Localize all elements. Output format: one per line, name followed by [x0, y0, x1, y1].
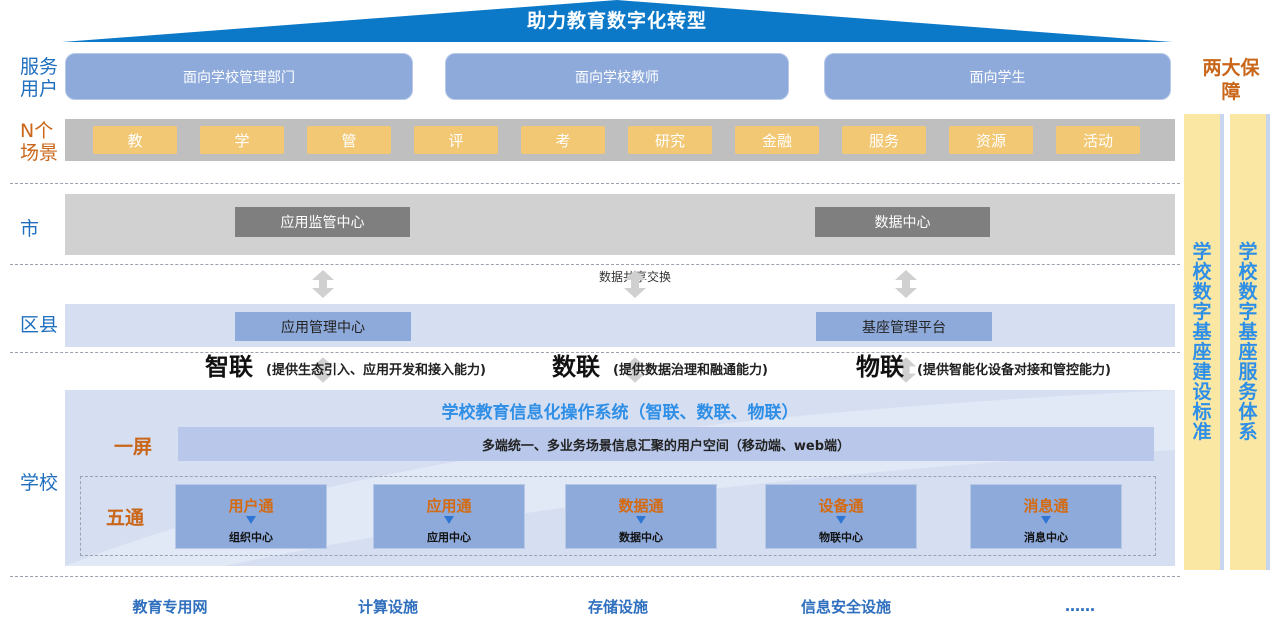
- scene-tile: 资源: [949, 126, 1033, 154]
- tong-title: 应用通: [426, 497, 472, 515]
- capability-title: 智联: [205, 353, 253, 381]
- divider: [10, 352, 1180, 353]
- app-supervision-center: 应用监管中心: [235, 207, 410, 237]
- scene-tile: 管: [307, 126, 391, 154]
- row-label-city: 市: [20, 218, 40, 240]
- double-arrow-icon: [313, 357, 333, 383]
- double-arrow-icon: [896, 357, 916, 383]
- scene-tile: 活动: [1056, 126, 1140, 154]
- guarantee-title: 两大保障: [1202, 57, 1260, 103]
- row-label-district: 区县: [20, 314, 59, 336]
- guarantee-column-service: 学校数字基座服务体系: [1230, 114, 1270, 570]
- capability-desc: (提供数据治理和融通能力): [613, 363, 768, 378]
- infra-item: ……: [1065, 597, 1095, 615]
- guarantee-standard-text: 学校数字基座建设标准: [1192, 241, 1212, 443]
- scene-tile: 服务: [842, 126, 926, 154]
- infra-item: 教育专用网: [132, 597, 208, 616]
- tong-sub: 消息中心: [1024, 531, 1068, 544]
- double-arrow-icon: [625, 357, 645, 383]
- one-screen-label: 一屏: [113, 435, 152, 458]
- base-management-platform: 基座管理平台: [816, 312, 992, 341]
- scene-tile: 教: [93, 126, 177, 154]
- tong-card-data: 数据通 数据中心: [565, 484, 717, 549]
- tong-title: 用户通: [228, 497, 274, 515]
- double-arrow-icon: [624, 270, 646, 298]
- capability-title: 数联: [552, 353, 600, 381]
- tong-sub: 物联中心: [819, 531, 863, 544]
- scene-tile: 评: [414, 126, 498, 154]
- double-arrow-icon: [895, 270, 917, 298]
- arrow-down-icon: [246, 516, 256, 524]
- arrow-down-icon: [444, 516, 454, 524]
- tong-title: 消息通: [1023, 497, 1069, 515]
- one-screen-bar: 多端统一、多业务场景信息汇聚的用户空间（移动端、web端）: [178, 427, 1154, 461]
- arrow-down-icon: [1041, 516, 1051, 524]
- arrow-down-icon: [836, 516, 846, 524]
- infra-item: 存储设施: [587, 597, 648, 616]
- data-center: 数据中心: [815, 207, 990, 237]
- tong-card-app: 应用通 应用中心: [373, 484, 525, 549]
- divider: [10, 576, 1180, 577]
- scene-tile: 考: [521, 126, 605, 154]
- service-user-admin: 面向学校管理部门: [65, 53, 413, 100]
- service-user-student: 面向学生: [824, 53, 1171, 100]
- scene-tile: 研究: [628, 126, 712, 154]
- district-band: [65, 304, 1175, 347]
- scene-tile: 学: [200, 126, 284, 154]
- infra-item: 信息安全设施: [800, 597, 891, 616]
- tong-card-user: 用户通 组织中心: [175, 484, 327, 549]
- tong-title: 数据通: [618, 497, 664, 515]
- tong-title: 设备通: [818, 497, 864, 515]
- capability-title: 物联: [856, 353, 904, 381]
- double-arrow-icon: [312, 270, 334, 298]
- row-label-service-users: 服务用户: [20, 56, 59, 100]
- divider: [10, 264, 1180, 265]
- capability-desc: (提供智能化设备对接和管控能力): [917, 363, 1111, 378]
- guarantee-service-text: 学校数字基座服务体系: [1238, 241, 1258, 443]
- app-management-center: 应用管理中心: [235, 312, 411, 341]
- arrow-down-icon: [636, 516, 646, 524]
- row-label-n-scenes: N个场景: [20, 120, 59, 164]
- banner-shape: [62, 0, 1172, 42]
- five-tong-frame: [80, 476, 1156, 556]
- row-label-school: 学校: [20, 472, 59, 494]
- tong-sub: 数据中心: [619, 531, 663, 544]
- capability-desc: (提供生态引入、应用开发和接入能力): [266, 363, 486, 378]
- city-band: [65, 194, 1175, 255]
- infra-item: 计算设施: [357, 597, 418, 616]
- banner-title: 助力教育数字化转型: [526, 9, 707, 32]
- divider: [10, 183, 1180, 184]
- tong-card-message: 消息通 消息中心: [970, 484, 1122, 549]
- five-tong-label: 五通: [105, 506, 144, 529]
- service-user-teacher: 面向学校教师: [445, 53, 789, 100]
- os-title: 学校教育信息化操作系统（智联、数联、物联）: [441, 402, 799, 423]
- tong-card-device: 设备通 物联中心: [765, 484, 917, 549]
- tong-sub: 组织中心: [229, 531, 273, 544]
- scene-tile: 金融: [735, 126, 819, 154]
- guarantee-column-standard: 学校数字基座建设标准: [1184, 114, 1224, 570]
- tong-sub: 应用中心: [427, 531, 471, 544]
